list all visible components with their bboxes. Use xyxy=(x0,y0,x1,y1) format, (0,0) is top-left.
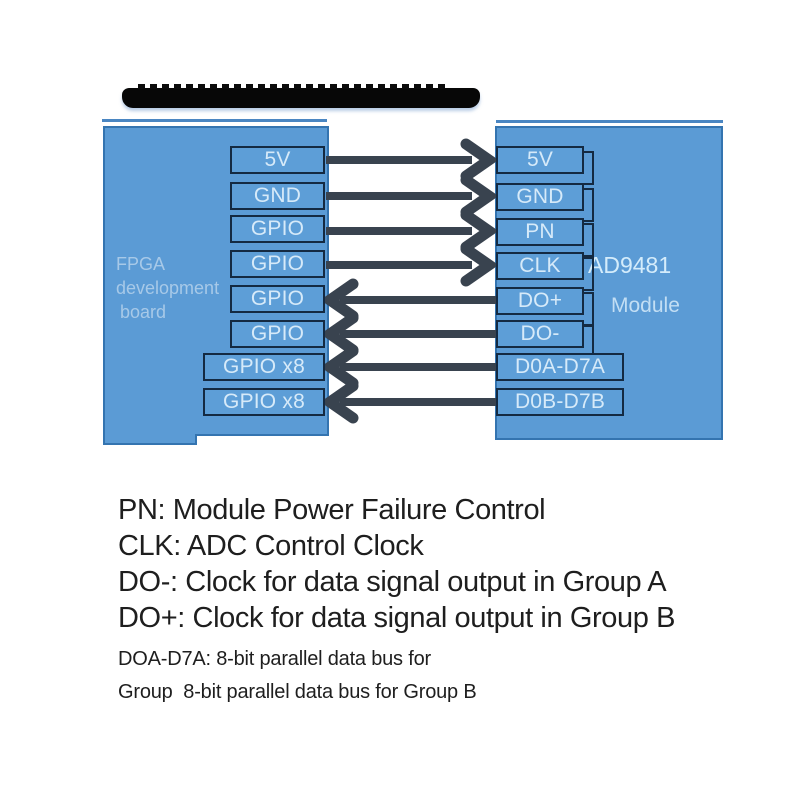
pin-left-gpio-5: GPIO xyxy=(230,320,325,348)
fpga-board-label: FPGA development board xyxy=(116,252,219,324)
ad9481-module-panel xyxy=(495,126,723,440)
pin-header-teeth xyxy=(138,84,448,89)
arrow-right-to-left xyxy=(320,278,497,322)
arrow-right-to-left xyxy=(320,345,497,389)
arrow-right-to-left xyxy=(320,380,497,424)
note-do-plus: DO+: Clock for data signal output in Gro… xyxy=(118,602,676,634)
arrow-left-to-right xyxy=(326,243,499,287)
pin-left-gpio-3: GPIO xyxy=(230,250,325,278)
fpga-board-panel xyxy=(103,126,329,436)
pin-left-5v-0: 5V xyxy=(230,146,325,174)
pin-right-d0b-d7b-7: D0B-D7B xyxy=(496,388,624,416)
fpga-label-line2: development xyxy=(116,278,220,298)
fpga-label-line3: board xyxy=(120,302,167,322)
arrow-right-to-left xyxy=(320,312,497,356)
ad9481-subtitle: Module xyxy=(611,294,680,317)
arrow-left-to-right xyxy=(326,209,499,253)
cropped-board-photo-strip xyxy=(122,84,480,108)
pin-right-d0a-d7a-6: D0A-D7A xyxy=(496,353,624,381)
pin-right-pn-2: PN xyxy=(496,218,594,257)
pin-left-gpio-2: GPIO xyxy=(230,215,325,243)
pin-right-do+-4: DO+ xyxy=(496,287,594,326)
note-clk: CLK: ADC Control Clock xyxy=(118,530,424,562)
pin-left-gpio-4: GPIO xyxy=(230,285,325,313)
fpga-label-line1: FPGA xyxy=(116,254,166,274)
pin-left-gnd-1: GND xyxy=(230,182,325,210)
right-panel-top-line xyxy=(496,120,723,123)
fpga-board-panel-foot xyxy=(103,434,197,445)
left-panel-top-line xyxy=(102,119,327,122)
arrow-left-to-right xyxy=(326,138,499,182)
pin-left-gpio-x8-7: GPIO x8 xyxy=(203,388,325,416)
ad9481-title: AD9481 xyxy=(588,252,672,278)
pin-right-5v-0: 5V xyxy=(496,146,594,185)
pin-right-do--5: DO- xyxy=(496,320,594,359)
signal-notes: PN: Module Power Failure Control CLK: AD… xyxy=(118,492,675,709)
note-doa-bus: DOA-D7A: 8-bit parallel data bus for xyxy=(118,648,431,670)
note-do-minus: DO-: Clock for data signal output in Gro… xyxy=(118,566,667,598)
pin-right-clk-3: CLK xyxy=(496,252,594,291)
note-dob-bus: Group 8-bit parallel data bus for Group … xyxy=(118,681,477,703)
pin-left-gpio-x8-6: GPIO x8 xyxy=(203,353,325,381)
note-pn: PN: Module Power Failure Control xyxy=(118,494,546,526)
pin-right-gnd-1: GND xyxy=(496,183,594,222)
arrow-left-to-right xyxy=(326,174,499,218)
